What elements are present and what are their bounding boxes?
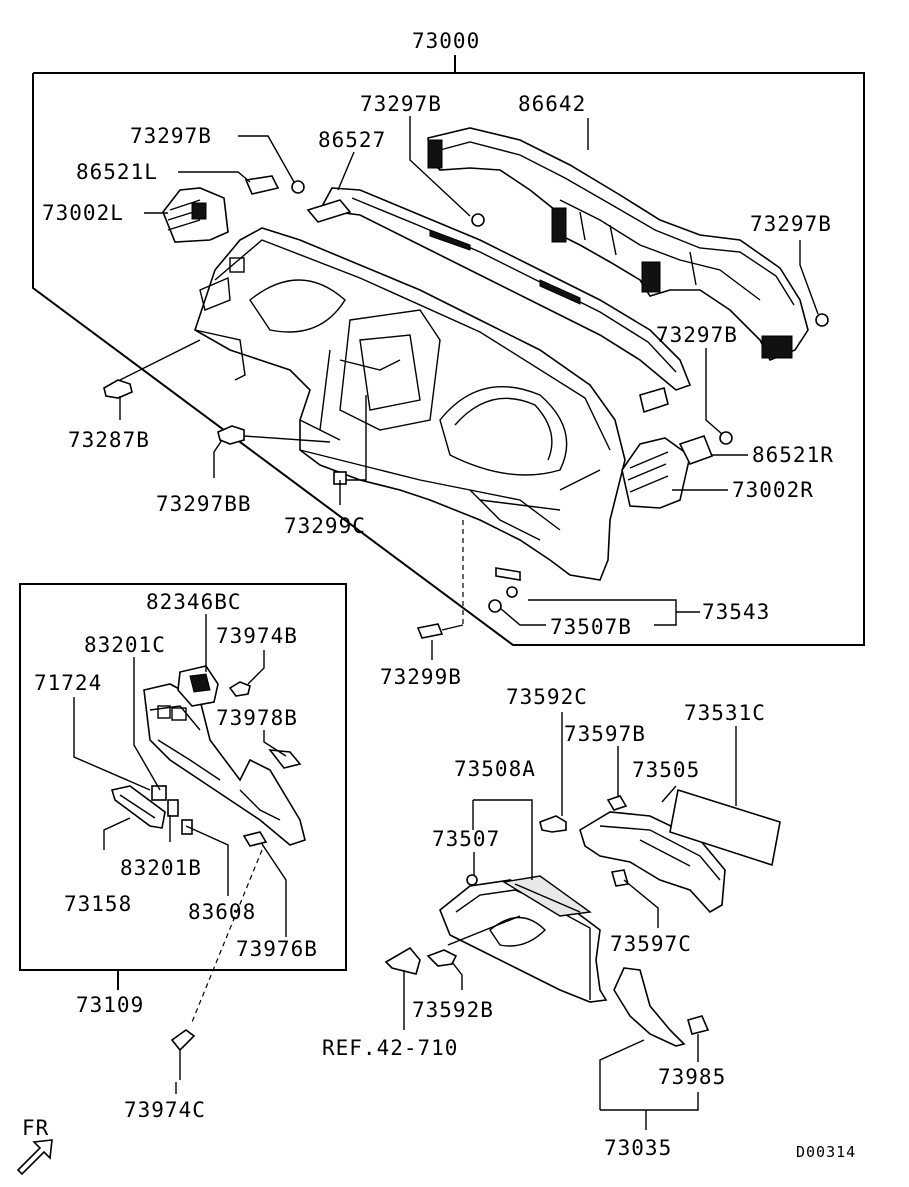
label-86527: 86527: [318, 128, 386, 152]
label-73299C: 73299C: [284, 514, 366, 538]
label-73976B: 73976B: [236, 937, 318, 961]
label-83201C: 83201C: [84, 633, 166, 657]
label-73035: 73035: [604, 1136, 672, 1160]
vent-right-73002R: [621, 435, 714, 509]
label-73597B: 73597B: [564, 722, 646, 746]
leaders-glovebox: [403, 712, 737, 1130]
label-73507: 73507: [432, 827, 500, 851]
leaders-73109: [73, 614, 287, 1094]
cover-73035: [613, 967, 710, 1047]
label-73508A: 73508A: [454, 757, 536, 781]
duct-86642: [427, 127, 809, 362]
label-73002R: 73002R: [732, 478, 814, 502]
dash-upper-86527: [306, 187, 692, 414]
fasteners-glovebox: [384, 815, 567, 975]
label-73592B: 73592B: [412, 998, 494, 1022]
label-73158: 73158: [64, 892, 132, 916]
label-73531C: 73531C: [684, 701, 766, 725]
label-73974C: 73974C: [124, 1098, 206, 1122]
label-73592C: 73592C: [506, 685, 588, 709]
vent-left-73002L: [162, 175, 280, 243]
leaders-main: [119, 116, 819, 660]
label-73000: 73000: [412, 29, 480, 53]
label-73507B: 73507B: [550, 615, 632, 639]
instrument-panel: [194, 227, 626, 581]
label-86521R: 86521R: [752, 443, 834, 467]
labels: 73000 73297B 86642 73297B 86527 86521L 7…: [22, 29, 856, 1161]
label-73974B: 73974B: [216, 624, 298, 648]
label-86642: 86642: [518, 92, 586, 116]
lower-panel-73109: [110, 665, 306, 847]
label-73543: 73543: [702, 600, 770, 624]
label-73287B: 73287B: [68, 428, 150, 452]
glove-box-73508A: [439, 875, 608, 1003]
label-73297B-top: 73297B: [360, 92, 442, 116]
label-fr: FR: [22, 1116, 49, 1140]
label-diagram-code: D00314: [796, 1143, 856, 1161]
label-86521L: 86521L: [76, 160, 158, 184]
label-83608: 83608: [188, 900, 256, 924]
label-73299B: 73299B: [380, 665, 462, 689]
label-73297BB: 73297BB: [156, 492, 252, 516]
label-73297B-right: 73297B: [750, 212, 832, 236]
label-83201B: 83201B: [120, 856, 202, 880]
fasteners-main: [103, 180, 829, 639]
label-73002L: 73002L: [42, 201, 124, 225]
label-73297B-mid: 73297B: [656, 323, 738, 347]
label-73597C: 73597C: [610, 932, 692, 956]
label-82346BC: 82346BC: [146, 590, 242, 614]
label-73978B: 73978B: [216, 706, 298, 730]
main-assembly-frame: [32, 55, 865, 646]
subassy-73109-frame: [19, 583, 347, 990]
label-ref-42-710: REF.42-710: [322, 1036, 458, 1060]
glove-box-housing-73505: [579, 788, 781, 914]
label-71724: 71724: [34, 671, 102, 695]
label-73297B-left: 73297B: [130, 124, 212, 148]
label-73109: 73109: [76, 993, 144, 1017]
label-73985: 73985: [658, 1065, 726, 1089]
label-73505: 73505: [632, 758, 700, 782]
front-arrow: [16, 1139, 53, 1176]
